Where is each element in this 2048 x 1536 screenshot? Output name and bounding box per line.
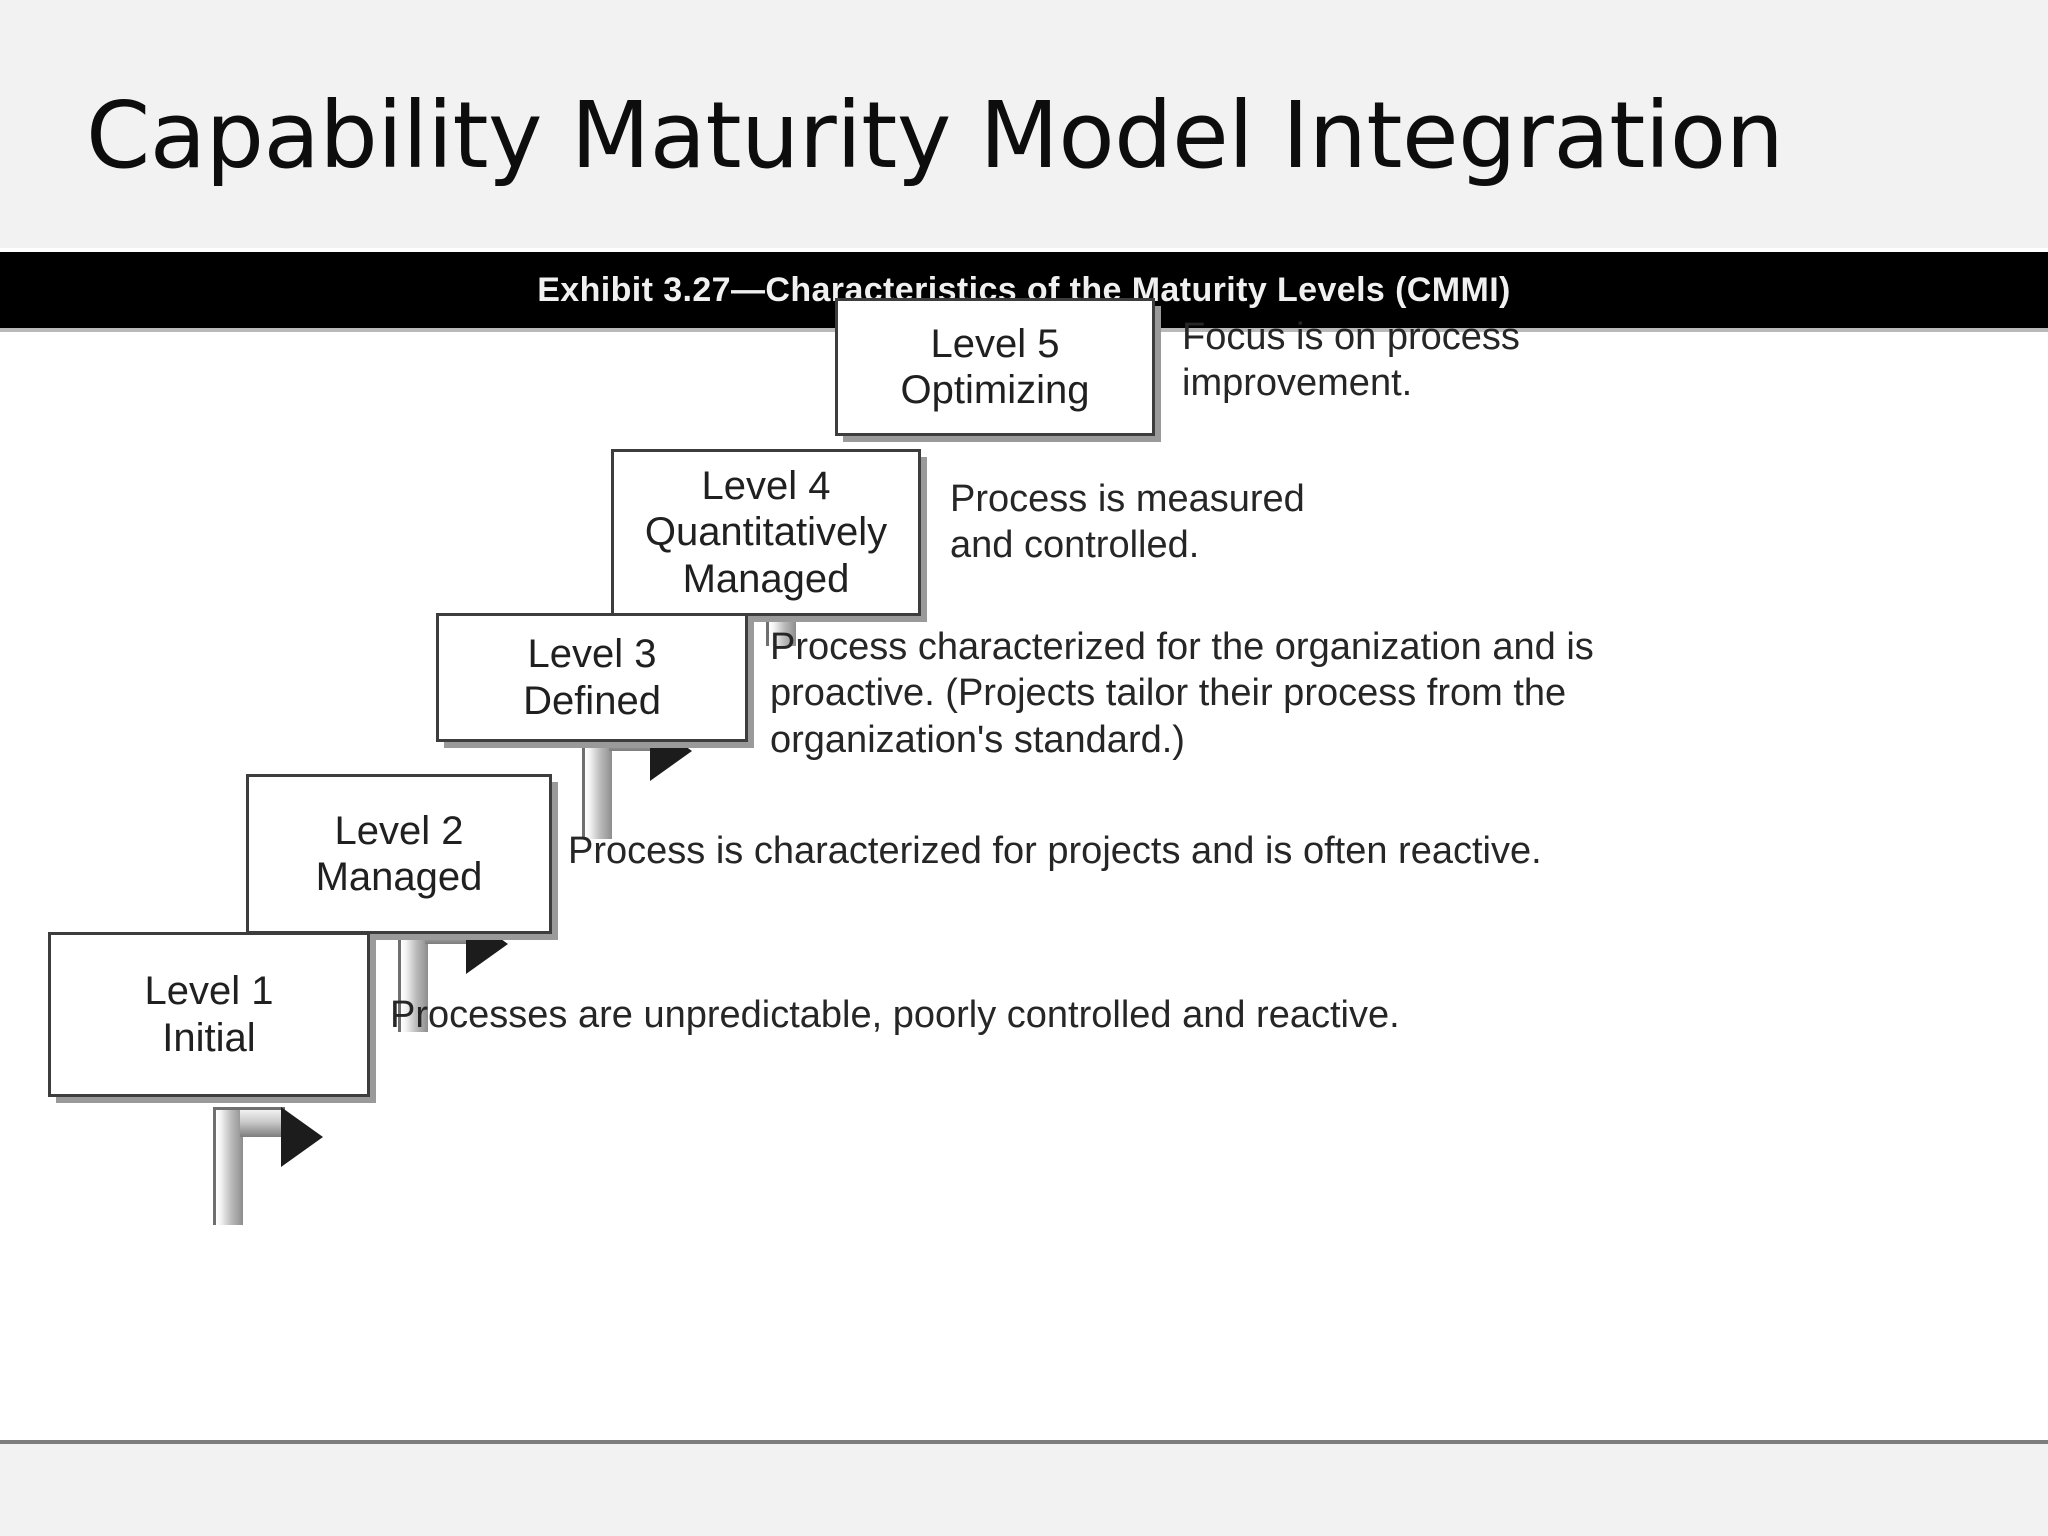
arrow-shaft (240, 1107, 285, 1137)
level-3-label-line-1: Level 3 (527, 632, 657, 677)
level-4-label-line-2: Quantitatively (644, 510, 888, 555)
arrow-riser (213, 1107, 243, 1225)
slide-footer: Copyright@2013 Al-Taysir for Information… (0, 1444, 2048, 1536)
level-box-5[interactable]: Level 5 Optimizing (835, 298, 1155, 436)
exhibit-figure: Exhibit 3.27—Characteristics of the Matu… (0, 252, 2048, 1445)
level-box-1[interactable]: Level 1 Initial (48, 932, 370, 1097)
arrow-head-icon (281, 1107, 323, 1167)
level-box-4[interactable]: Level 4 Quantitatively Managed (611, 449, 921, 616)
level-4-label-line-3: Managed (682, 556, 850, 601)
level-1-label-line-2: Initial (162, 1015, 256, 1060)
level-box-2[interactable]: Level 2 Managed (246, 774, 552, 934)
level-1-label-line-1: Level 1 (144, 969, 274, 1014)
level-1-description: Processes are unpredictable, poorly cont… (390, 994, 1400, 1036)
level-2-label-line-2: Managed (315, 855, 483, 899)
level-box-3[interactable]: Level 3 Defined (436, 613, 748, 742)
level-2-label-line-1: Level 2 (334, 808, 464, 853)
page-title: Capability Maturity Model Integration (86, 82, 1784, 189)
level-2-description: Process is characterized for projects an… (568, 830, 1542, 872)
arrow-level-1-to-2 (213, 1107, 323, 1225)
level-4-description: Process is measured and controlled. (950, 478, 1305, 567)
level-5-label-line-2: Optimizing (900, 368, 1090, 412)
title-band: Capability Maturity Model Integration (0, 0, 2048, 248)
level-5-description: Focus is on process improvement. (1182, 316, 1520, 405)
level-5-label-line-1: Level 5 (930, 321, 1060, 366)
level-4-label-line-1: Level 4 (701, 463, 831, 508)
level-3-description: Process characterized for the organizati… (770, 626, 1594, 761)
level-3-label-line-2: Defined (523, 678, 661, 723)
footer-divider (0, 1440, 2048, 1445)
